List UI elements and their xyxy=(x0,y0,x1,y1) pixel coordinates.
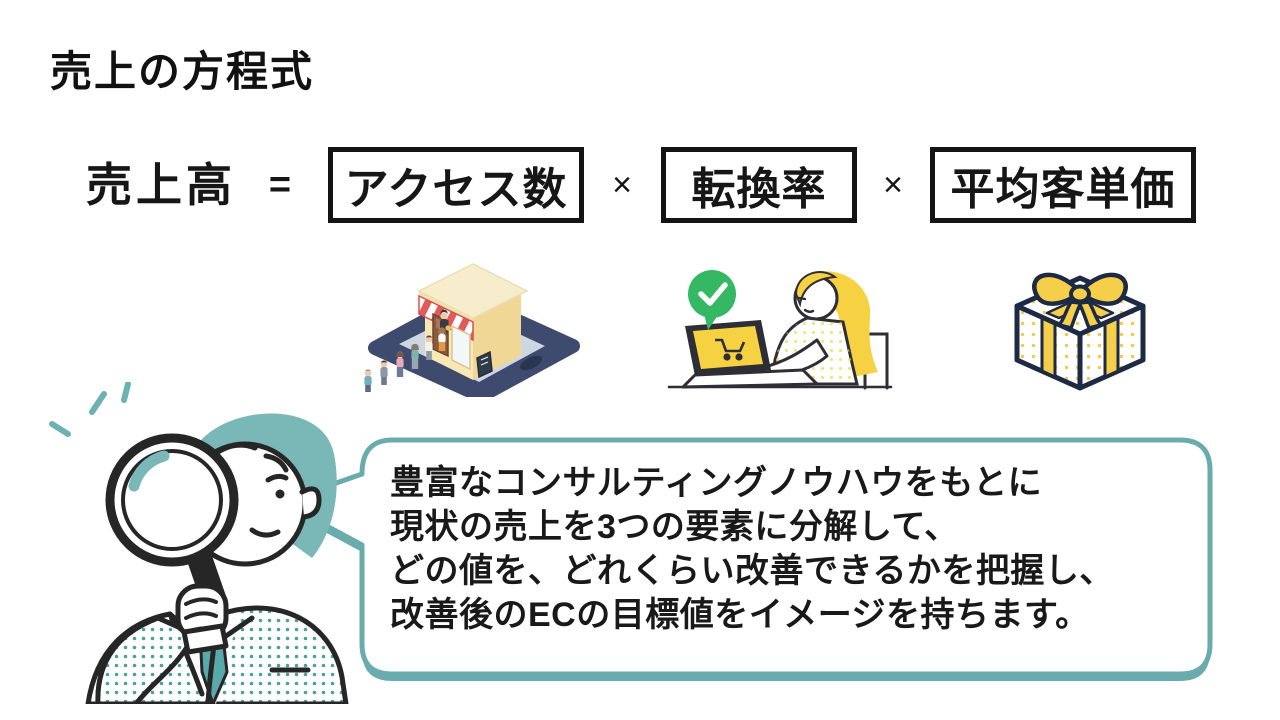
page-title: 売上の方程式 xyxy=(50,48,315,95)
gift-ribbon-right xyxy=(1103,316,1120,379)
gift-bow-left-loop xyxy=(1032,272,1083,306)
woman-face xyxy=(797,296,815,313)
laptop-screen xyxy=(693,326,763,369)
man-ear xyxy=(299,486,322,520)
bubble-line: 現状の売上を3つの要素に分解して、 xyxy=(390,508,959,546)
bubble-line: 豊富なコンサルティングノウハウをもとに xyxy=(390,464,1043,502)
gift-bow-right-loop xyxy=(1077,272,1128,306)
laptop-keyboard xyxy=(681,368,819,389)
check-bubble-icon xyxy=(688,270,736,330)
store-signboard xyxy=(476,350,493,379)
phone-home-button xyxy=(519,355,543,371)
factor-box-average-price: 平均客単価 xyxy=(930,147,1196,223)
gift-bow-tail-right xyxy=(1077,300,1103,330)
man-eye xyxy=(275,489,285,499)
magnifying-glass-icon xyxy=(105,433,239,604)
gift-ribbon-left xyxy=(1040,316,1057,379)
sparkle-lines xyxy=(49,382,131,437)
man-sleeve xyxy=(95,615,197,704)
gift-bow-tail-left xyxy=(1057,300,1083,330)
equals-sign: = xyxy=(268,164,292,206)
magnifier-man-illustration xyxy=(49,382,349,704)
man-face-features xyxy=(212,442,289,538)
speech-bubble-text: 豊富なコンサルティングノウハウをもとに 現状の売上を3つの要素に分解して、 どの… xyxy=(390,461,1190,637)
multiply-sign: × xyxy=(612,166,632,204)
signboard-text-lines xyxy=(480,356,489,366)
bubble-line: 改善後のECの目標値をイメージを持ちます。 xyxy=(390,596,1090,634)
shopkeeper-bag xyxy=(445,325,451,331)
gift-bow-knot xyxy=(1069,284,1091,304)
shopkeeper-head xyxy=(440,312,448,320)
bubble-line: どの値を、どれくらい改善できるかを把握し、 xyxy=(390,552,1114,590)
store-window xyxy=(451,324,471,371)
factor-box-conversion: 転換率 xyxy=(661,147,857,223)
factor-box-access: アクセス数 xyxy=(328,147,584,223)
multiply-sign: × xyxy=(883,166,903,204)
man-cuff xyxy=(181,623,229,655)
shopkeeper-hair xyxy=(440,309,448,314)
equation-result-label: 売上高 xyxy=(86,159,236,211)
speech-bubble-outline xyxy=(279,437,1213,677)
woman-hair-front xyxy=(794,271,838,308)
gift-box-illustration xyxy=(1014,272,1146,391)
shopper-laptop-check-illustration xyxy=(667,270,893,390)
speech-bubble xyxy=(279,437,1213,681)
customer-queue xyxy=(364,327,446,392)
storefront-on-phone-illustration xyxy=(364,263,580,397)
cart-icon xyxy=(715,338,746,361)
